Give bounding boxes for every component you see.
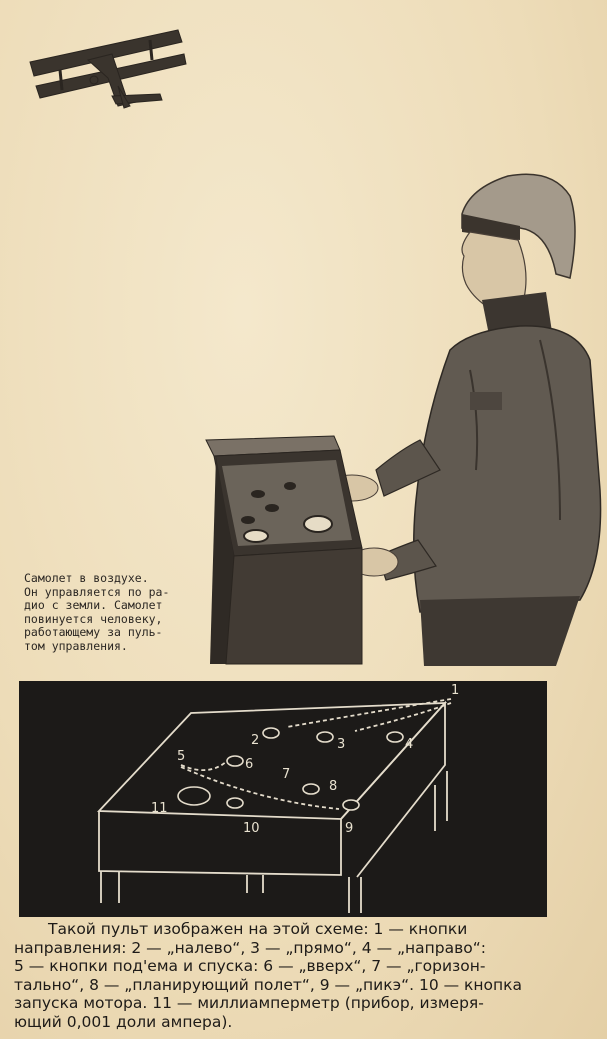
label-3: 3 bbox=[337, 737, 346, 752]
diagram-caption: Такой пульт изображен на этой схеме: 1 —… bbox=[14, 920, 594, 1031]
caption-line: Он управляется по ра- bbox=[24, 584, 170, 599]
caption-line: работающему за пуль- bbox=[24, 625, 163, 639]
label-1: 1 bbox=[451, 683, 460, 698]
caption-line: 5 — кнопки под'ема и спуска: 6 — „вверх“… bbox=[14, 957, 486, 975]
caption-line: повинуется человеку, bbox=[24, 611, 163, 626]
label-7: 7 bbox=[282, 767, 291, 782]
photo-caption: Самолет в воздухе. Он управляется по ра-… bbox=[24, 571, 206, 653]
biplane-image bbox=[29, 29, 187, 109]
caption-line: Самолет в воздухе. bbox=[24, 571, 149, 585]
diagram-drawing bbox=[96, 698, 452, 913]
caption-line: ющий 0,001 доли ампера). bbox=[14, 1012, 233, 1031]
label-9: 9 bbox=[345, 821, 354, 836]
label-2: 2 bbox=[251, 733, 260, 748]
caption-line: тально“, 8 — „планирующий полет“, 9 — „п… bbox=[14, 975, 523, 994]
label-8: 8 bbox=[329, 779, 338, 794]
label-6: 6 bbox=[245, 757, 254, 772]
caption-line: том управления. bbox=[24, 638, 128, 653]
caption-line: дио с земли. Самолет bbox=[24, 598, 163, 612]
label-4: 4 bbox=[405, 737, 414, 752]
caption-line: запуска мотора. 11 — миллиамперметр (при… bbox=[14, 994, 484, 1012]
operator-figure bbox=[325, 173, 602, 666]
control-panel-diagram: 1 2 3 4 5 6 7 8 9 10 11 bbox=[19, 681, 547, 917]
caption-line: Такой пульт изображен на этой схеме: 1 —… bbox=[48, 920, 468, 938]
label-10: 10 bbox=[243, 821, 260, 836]
caption-line: направления: 2 — „налево“, 3 — „прямо“, … bbox=[14, 938, 487, 957]
operator-illustration bbox=[29, 29, 602, 666]
label-5: 5 bbox=[177, 749, 186, 764]
label-11: 11 bbox=[151, 801, 168, 816]
control-desk bbox=[205, 435, 363, 665]
